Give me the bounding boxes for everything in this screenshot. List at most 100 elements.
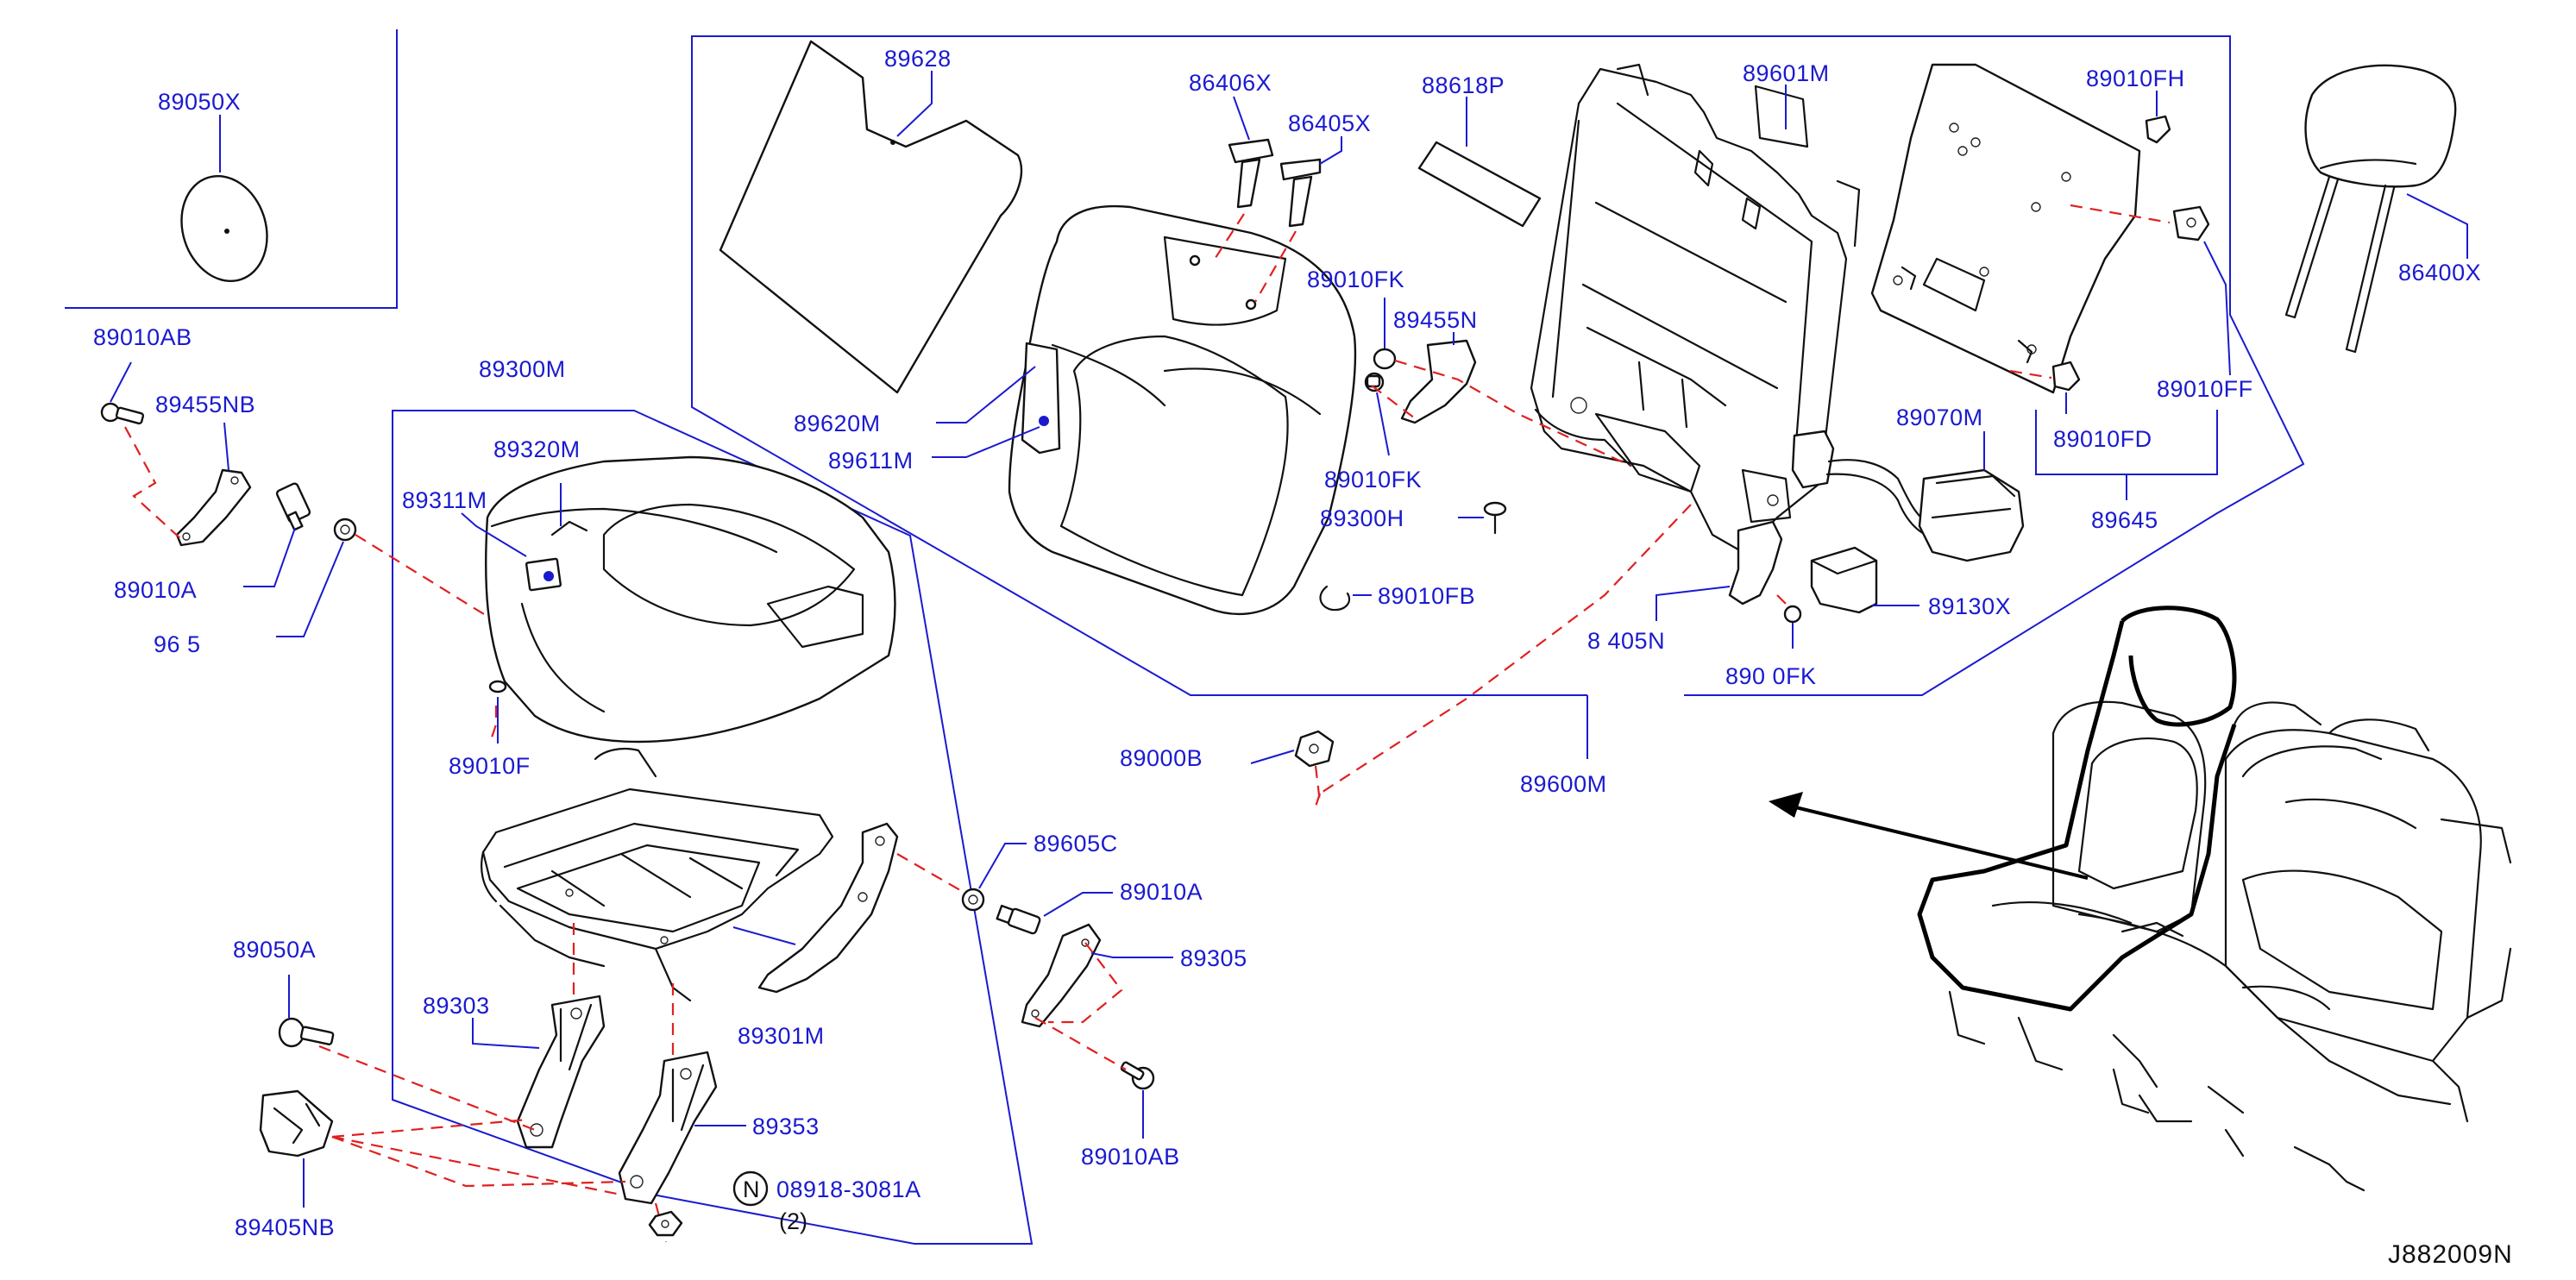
dash-fk-cluster xyxy=(1371,359,1631,467)
dash-lower-frame xyxy=(1314,504,1791,807)
label-89010AB-bottom: 89010AB xyxy=(1081,1144,1180,1170)
dash-back-panel xyxy=(2009,204,2171,380)
group-frames xyxy=(65,29,2305,1245)
label-89645: 89645 xyxy=(2091,507,2158,533)
label-89010FK-a: 89010FK xyxy=(1307,267,1404,292)
label-88618P: 88618P xyxy=(1422,72,1505,98)
part-89010AB-top xyxy=(100,361,145,425)
part-seat-frame-89301M xyxy=(481,747,899,1002)
part-89000B xyxy=(1250,730,1335,803)
nut-symbol-letter: N xyxy=(743,1176,760,1202)
label-89010FK-fragment: 890 0FK xyxy=(1725,663,1817,689)
frame-89600M xyxy=(691,35,2305,696)
frame-89050X xyxy=(65,29,398,309)
part-89628-pad xyxy=(719,40,1023,394)
label-89628: 89628 xyxy=(884,46,952,72)
diagram-id: J882009N xyxy=(2388,1240,2513,1269)
part-89050A xyxy=(278,975,335,1048)
part-89010FH xyxy=(2145,91,2171,144)
part-89070M xyxy=(1791,430,2025,562)
arrow-head-icon xyxy=(1769,792,1803,818)
part-89405N xyxy=(1656,520,1783,621)
label-89050X: 89050X xyxy=(158,89,241,115)
part-89010AB-bottom xyxy=(1120,1061,1155,1139)
part-seat-back-frame-89601M xyxy=(1530,63,1861,554)
label-89303: 89303 xyxy=(423,993,490,1019)
part-86405X xyxy=(1279,136,1342,228)
part-96-clip xyxy=(276,518,357,637)
label-08918-3081A: 08918-3081A xyxy=(776,1176,921,1202)
part-89455N xyxy=(1400,332,1477,424)
label-89301M: 89301M xyxy=(738,1023,825,1049)
part-89010FB xyxy=(1319,585,1372,612)
part-08918-nut: N xyxy=(648,1170,769,1237)
part-89010FF xyxy=(2172,205,2231,376)
dash-headrest-guides xyxy=(1211,213,1297,303)
label-89601M: 89601M xyxy=(1743,60,1830,86)
label-89620M: 89620M xyxy=(794,411,881,436)
label-89405NB: 89405NB xyxy=(235,1214,335,1240)
label-89300M: 89300M xyxy=(479,356,566,382)
part-seat-cushion xyxy=(485,455,896,744)
label-89010FH: 89010FH xyxy=(2086,66,2185,91)
part-89130X xyxy=(1810,546,1919,614)
part-88618P xyxy=(1417,97,1542,228)
label-89010AB-top: 89010AB xyxy=(93,324,192,350)
label-89130X: 89130X xyxy=(1928,593,2011,619)
label-89311M: 89311M xyxy=(402,487,487,513)
label-89010FD: 89010FD xyxy=(2053,426,2152,452)
part-89010FK-b xyxy=(1364,372,1390,456)
dash-right-hardware xyxy=(896,853,1127,1070)
dash-brackets xyxy=(318,923,675,1243)
label-89070M: 89070M xyxy=(1896,405,1983,430)
label-89000B: 89000B xyxy=(1120,745,1203,771)
part-89405NB xyxy=(259,1089,334,1208)
label-89300H: 89300H xyxy=(1320,505,1404,531)
part-89305 xyxy=(1021,923,1173,1028)
group-labels: 89050X 89010AB 89455NB 89010A 96 5 89300… xyxy=(93,46,2513,1269)
label-89405N-fragment: 8 405N xyxy=(1587,628,1665,654)
part-89010A-left xyxy=(243,482,311,587)
label-89455NB: 89455NB xyxy=(155,392,255,417)
label-89010F: 89010F xyxy=(449,753,531,779)
part-89010FK-a xyxy=(1373,298,1397,370)
part-89010A-right xyxy=(996,892,1113,935)
label-86405X: 86405X xyxy=(1288,110,1371,136)
part-seat-back-trim xyxy=(1008,204,1357,615)
label-89010FK-b: 89010FK xyxy=(1324,467,1422,493)
part-89050X xyxy=(180,115,268,283)
label-86400X: 86400X xyxy=(2398,260,2481,285)
label-86406X: 86406X xyxy=(1189,70,1272,96)
dash-left-hardware xyxy=(124,426,510,631)
part-89300H xyxy=(1458,501,1507,535)
part-86406X xyxy=(1228,96,1274,209)
label-89320M: 89320M xyxy=(493,436,581,462)
label-96-fragment: 96 5 xyxy=(154,631,201,657)
vehicle-seat-overview xyxy=(1769,605,2512,1192)
label-89605C: 89605C xyxy=(1034,831,1118,856)
frame-89300M xyxy=(392,410,1034,1245)
label-89050A: 89050A xyxy=(233,937,316,963)
label-89353: 89353 xyxy=(752,1114,820,1139)
label-89010A-left: 89010A xyxy=(114,577,197,603)
leaders-cushion xyxy=(461,483,562,557)
part-89353 xyxy=(618,1051,746,1205)
part-89605C xyxy=(961,843,1027,912)
part-89303 xyxy=(472,995,606,1149)
label-89611M: 89611M xyxy=(828,448,914,474)
label-89600M: 89600M xyxy=(1520,771,1607,797)
part-89010FK-lower xyxy=(1783,605,1802,649)
leaders-seat-back-trim xyxy=(932,366,1040,458)
part-86400X-headrest xyxy=(2284,64,2468,354)
label-89010FB: 89010FB xyxy=(1378,583,1475,609)
label-89010A-right: 89010A xyxy=(1120,879,1203,905)
label-quantity: (2) xyxy=(779,1208,807,1234)
label-89010FF: 89010FF xyxy=(2157,376,2253,402)
dash-cushion xyxy=(490,706,498,738)
nut-symbol-circle xyxy=(732,1170,769,1207)
label-89455N: 89455N xyxy=(1393,307,1478,333)
part-89010FD xyxy=(2051,361,2081,414)
part-89010F xyxy=(488,680,507,744)
